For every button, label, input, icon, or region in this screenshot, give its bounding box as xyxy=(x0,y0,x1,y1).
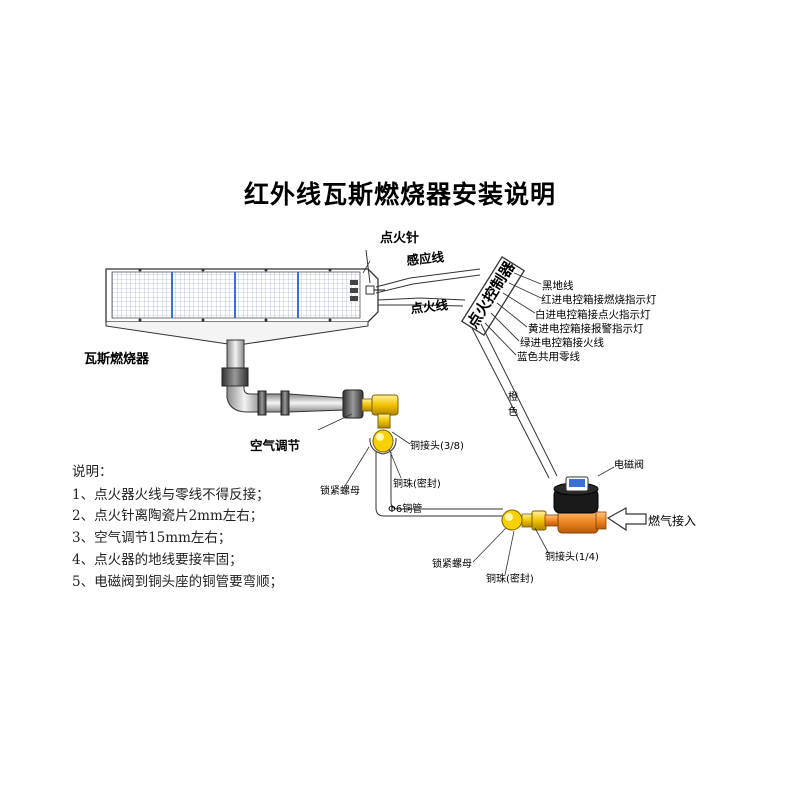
note-5: 5、电磁阀到铜头座的铜管要弯顺； xyxy=(72,574,284,590)
burner-label: 瓦斯燃烧器 xyxy=(84,352,150,367)
controller-wires xyxy=(375,268,481,307)
copper-joint-14-label: 铜接头(1/4) xyxy=(545,552,599,563)
burner-housing xyxy=(105,268,379,345)
lock-nut-label-bottom: 锁紧螺母 xyxy=(432,559,472,570)
wire-blue: 蓝色共用零线 xyxy=(517,351,580,363)
fitting-leaders-bottom xyxy=(472,466,615,576)
fitting-leaders-top xyxy=(317,260,411,487)
igniter-label: 点火针 xyxy=(380,231,420,246)
note-2: 2、点火针离陶瓷片2mm左右； xyxy=(72,508,264,524)
lock-nut-label-top: 锁紧螺母 xyxy=(320,486,360,497)
solenoid-valve-label: 电磁阀 xyxy=(614,460,644,471)
orange-cable-label-1: 橙 xyxy=(508,392,518,403)
wire-black: 黑地线 xyxy=(542,280,574,292)
wire-green: 绿进电控箱接火线 xyxy=(520,337,604,349)
note-3: 3、空气调节15mm左右； xyxy=(72,530,232,546)
note-1: 1、点火器火线与零线不得反接； xyxy=(72,487,270,503)
orange-cable xyxy=(471,323,558,479)
orange-cable-label-2: 色 xyxy=(508,407,518,418)
copper-bead-seal-label-bottom: 铜珠(密封) xyxy=(486,574,534,585)
brass-nozzle-assembly xyxy=(361,394,399,455)
air-adjust-label: 空气调节 xyxy=(250,438,301,453)
solenoid-valve-assembly xyxy=(501,476,607,534)
copper-pipe-label: Φ6铜管 xyxy=(388,504,423,515)
gas-inlet-arrow-icon xyxy=(606,506,647,532)
gas-inlet-label: 燃气接入 xyxy=(648,514,697,528)
wire-leaders xyxy=(484,272,542,356)
note-4: 4、点火器的地线要接牢固； xyxy=(72,552,243,568)
wire-red: 红进电控箱接燃烧指示灯 xyxy=(541,294,657,306)
wire-white: 白进电控箱接点火指示灯 xyxy=(535,309,651,321)
wire-yellow: 黄进电控箱接报警指示灯 xyxy=(528,323,644,335)
copper-bead-seal-label-top: 铜珠(密封) xyxy=(393,479,441,490)
igniter-controller xyxy=(460,255,526,337)
copper-joint-38-label: 铜接头(3/8) xyxy=(410,441,464,452)
gas-tube xyxy=(221,339,364,419)
copper-pipe xyxy=(375,452,503,517)
igniter-electrodes xyxy=(350,249,385,301)
page-title: 红外线瓦斯燃烧器安装说明 xyxy=(243,180,556,209)
notes-heading: 说明： xyxy=(72,464,113,480)
